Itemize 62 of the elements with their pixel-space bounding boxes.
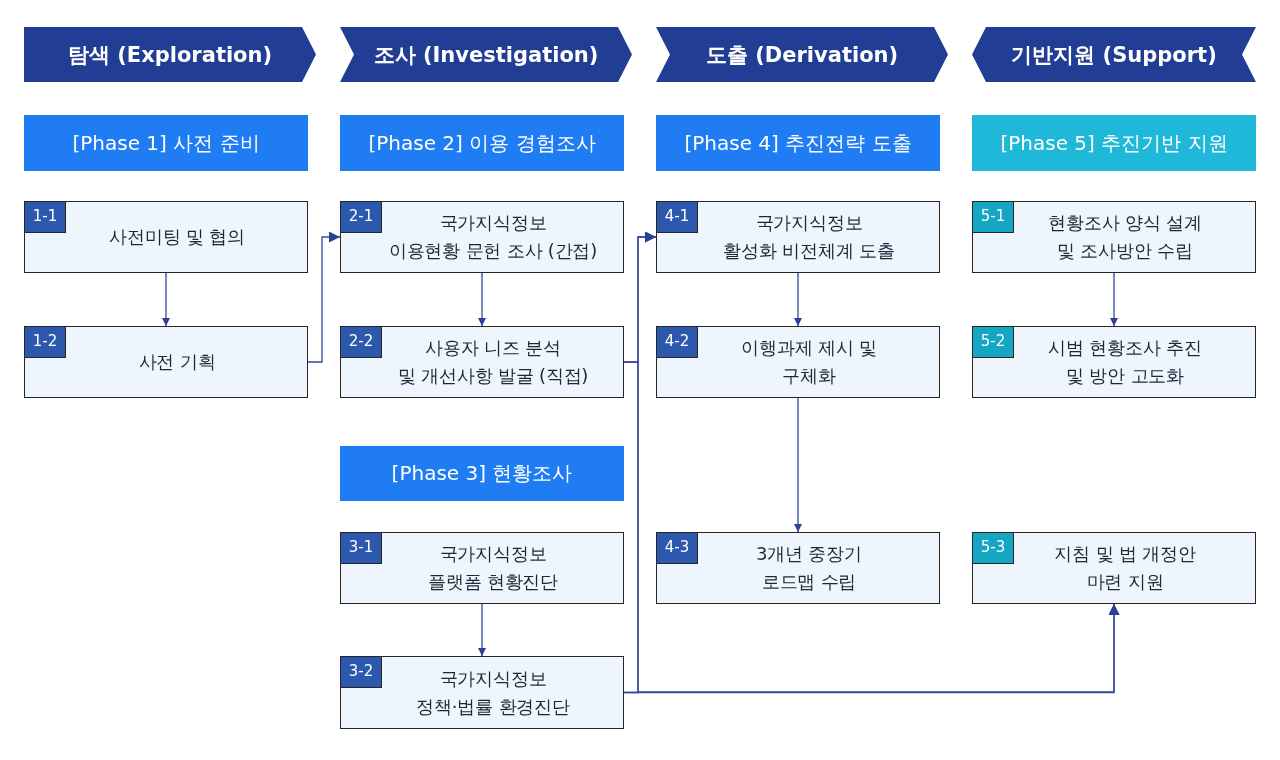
task-label: 국가지식정보 플랫폼 현황진단 [427, 542, 559, 594]
step-number-tag: 2-2 [341, 327, 382, 358]
phase-title: [Phase 4] 추진전략 도출 [684, 129, 912, 157]
task-box [24, 201, 308, 273]
stage-title: 기반지원 (Support) [1011, 41, 1217, 69]
phase-banner [340, 446, 624, 501]
task-label: 시범 현황조사 추진 및 방안 고도화 [1048, 336, 1202, 388]
task-label: 사용자 니즈 분석 및 개선사항 발굴 (직접) [397, 336, 589, 388]
task-label: 지침 및 법 개정안 마련 지원 [1054, 542, 1196, 594]
task-box [656, 532, 940, 604]
stage-header-banner [972, 27, 1256, 82]
step-number-tag: 3-2 [341, 657, 382, 688]
task-box [656, 326, 940, 398]
step-number-tag: 5-2 [973, 327, 1014, 358]
task-box [340, 656, 624, 729]
task-label: 국가지식정보 활성화 비전체계 도출 [723, 211, 895, 263]
connector-arrow [478, 603, 486, 657]
phase-banner [340, 115, 624, 171]
task-box [972, 326, 1256, 398]
step-number-tag: 5-1 [973, 202, 1014, 233]
task-label: 국가지식정보 이용현황 문헌 조사 (간접) [388, 211, 598, 263]
step-number-tag: 2-1 [341, 202, 382, 233]
stage-title: 도출 (Derivation) [705, 41, 899, 69]
connector-arrow [623, 603, 1120, 694]
task-box [972, 201, 1256, 273]
connector-arrow [478, 272, 486, 327]
step-number-tag: 1-1 [25, 202, 66, 233]
task-box [972, 532, 1256, 604]
connector-arrow [794, 272, 802, 327]
stage-title: 탐색 (Exploration) [67, 41, 273, 69]
task-label: 사전 기획 [138, 350, 216, 374]
task-label: 국가지식정보 정책·법률 환경진단 [416, 666, 570, 719]
stage-header-banner [340, 27, 632, 82]
task-label: 3개년 중장기 로드맵 수립 [756, 542, 862, 594]
task-label: 사전미팅 및 협의 [109, 225, 245, 249]
step-number-tag: 5-3 [973, 533, 1014, 564]
connector-arrow [1110, 272, 1118, 327]
step-number-tag: 4-1 [657, 202, 698, 233]
connector-arrow [794, 397, 802, 533]
phase-title: [Phase 2] 이용 경험조사 [368, 129, 596, 157]
task-box [656, 201, 940, 273]
task-label: 현황조사 양식 설계 및 조사방안 수립 [1048, 211, 1202, 263]
phase-banner [656, 115, 940, 171]
task-box [340, 201, 624, 273]
phase-title: [Phase 3] 현황조사 [391, 460, 573, 487]
task-box [24, 326, 308, 398]
task-box [340, 326, 624, 398]
stage-header-banner [24, 27, 316, 82]
task-label: 이행과제 제시 및 구체화 [741, 336, 877, 388]
phase-banner [24, 115, 308, 171]
step-number-tag: 1-2 [25, 327, 66, 358]
connector-arrow [162, 272, 170, 327]
phase-title: [Phase 1] 사전 준비 [72, 129, 260, 157]
task-box [340, 532, 624, 604]
step-number-tag: 4-2 [657, 327, 698, 358]
step-number-tag: 3-1 [341, 533, 382, 564]
stage-title: 조사 (Investigation) [373, 41, 599, 69]
phase-title: [Phase 5] 추진기반 지원 [1000, 129, 1228, 157]
phase-banner [972, 115, 1256, 171]
stage-header-banner [656, 27, 948, 82]
connector-arrow [307, 231, 341, 363]
step-number-tag: 4-3 [657, 533, 698, 564]
